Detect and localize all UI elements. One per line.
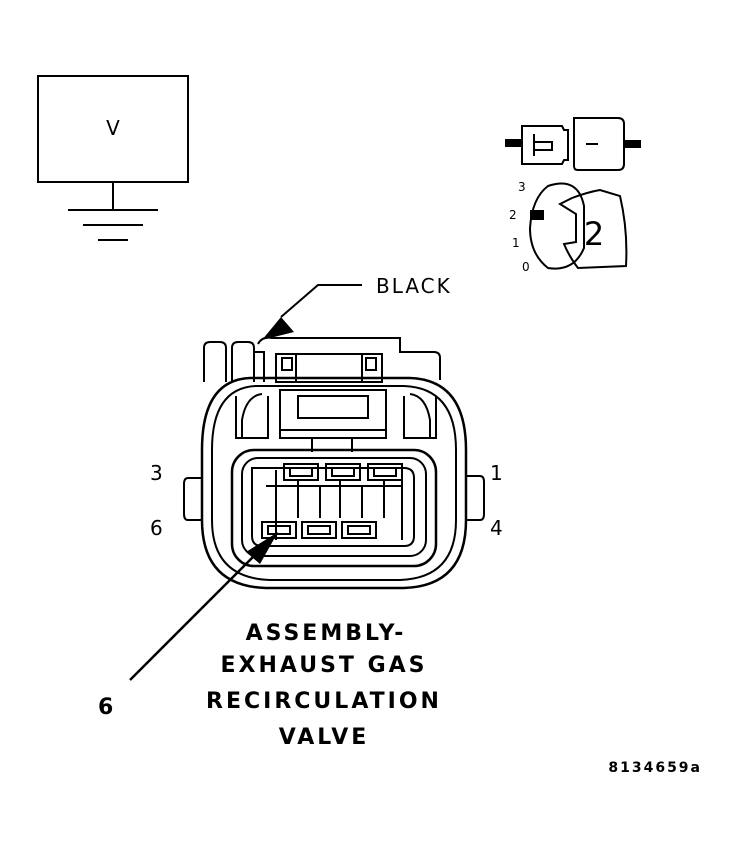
voltmeter-symbol: V [106,116,120,140]
rotary-selector-icon [528,182,628,270]
component-name-line-3: RECIRCULATION [206,689,442,714]
egr-connector-face [183,336,485,590]
pin-label-6: 6 [150,516,163,540]
selector-position-1: 1 [512,236,520,250]
component-name-line-4: VALVE [279,725,370,750]
figure-id: 8134659a [608,760,702,776]
component-name-line-1: ASSEMBLY- [246,621,407,646]
callout-number: 6 [98,695,116,720]
pin-label-3: 3 [150,461,163,485]
pin-label-4: 4 [490,516,503,540]
selector-position-3: 3 [518,180,526,194]
callout-arrowhead [246,532,278,564]
callout-leader-line [129,547,263,681]
probe-connector-icon [505,117,641,171]
selector-position-2: 2 [509,208,517,222]
wire-color-label: BLACK [376,274,452,298]
wire-color-leader-line [280,284,362,318]
voltmeter-icon [37,75,189,241]
selector-knob-value: 2 [584,215,604,253]
component-name-line-2: EXHAUST GAS [220,653,427,678]
pin-label-1: 1 [490,461,503,485]
wire-color-arrowhead [262,317,294,340]
selector-position-0: 0 [522,260,530,274]
